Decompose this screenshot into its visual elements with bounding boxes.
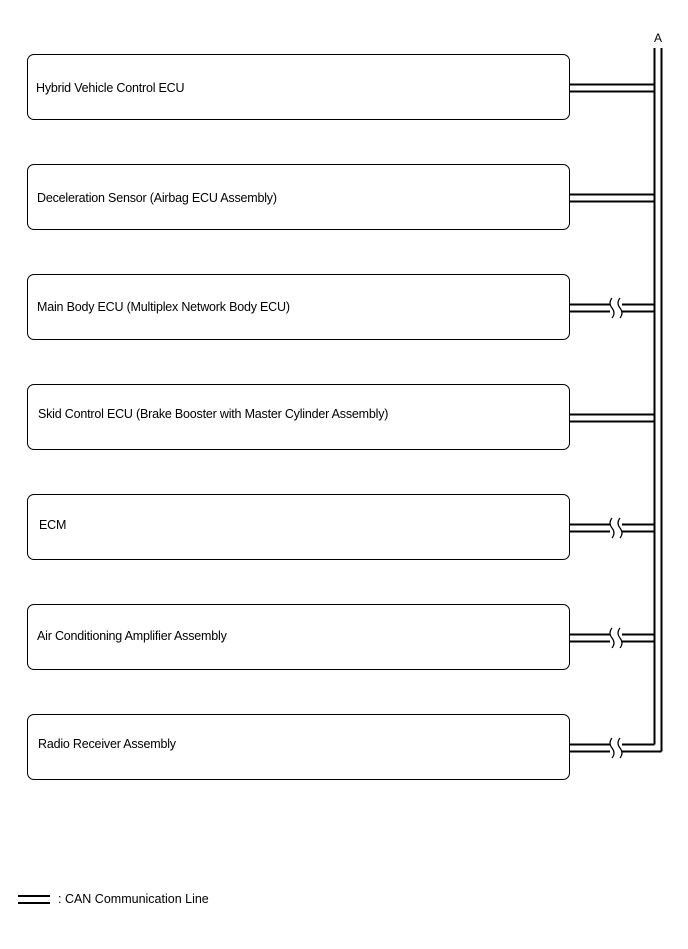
break-mark [617,737,623,759]
break-mark [617,627,623,649]
ecu-label-air-conditioning-amplifier: Air Conditioning Amplifier Assembly [37,629,227,643]
ecu-label-radio-receiver: Radio Receiver Assembly [38,737,176,751]
ecu-box-radio-receiver: Radio Receiver Assembly [27,714,570,780]
ecu-label-ecm: ECM [39,518,67,532]
break-mark [609,517,615,539]
ecu-box-skid-control-ecu: Skid Control ECU (Brake Booster with Mas… [27,384,570,450]
ecu-label-deceleration-sensor: Deceleration Sensor (Airbag ECU Assembly… [37,191,277,205]
bus-label-a: A [654,31,663,45]
ecu-box-deceleration-sensor: Deceleration Sensor (Airbag ECU Assembly… [27,164,570,230]
break-mark [609,737,615,759]
break-mark [609,297,615,319]
break-mark [617,297,623,319]
legend-label: : CAN Communication Line [58,892,209,906]
ecu-box-main-body-ecu: Main Body ECU (Multiplex Network Body EC… [27,274,570,340]
ecu-label-skid-control-ecu: Skid Control ECU (Brake Booster with Mas… [38,407,389,421]
ecu-label-main-body-ecu: Main Body ECU (Multiplex Network Body EC… [37,300,290,314]
ecu-box-ecm: ECM [27,494,570,560]
ecu-box-air-conditioning-amplifier: Air Conditioning Amplifier Assembly [27,604,570,670]
ecu-label-hybrid-vehicle-control: Hybrid Vehicle Control ECU [36,81,185,95]
break-mark [617,517,623,539]
break-mark [609,627,615,649]
ecu-box-hybrid-vehicle-control: Hybrid Vehicle Control ECU [27,54,570,120]
